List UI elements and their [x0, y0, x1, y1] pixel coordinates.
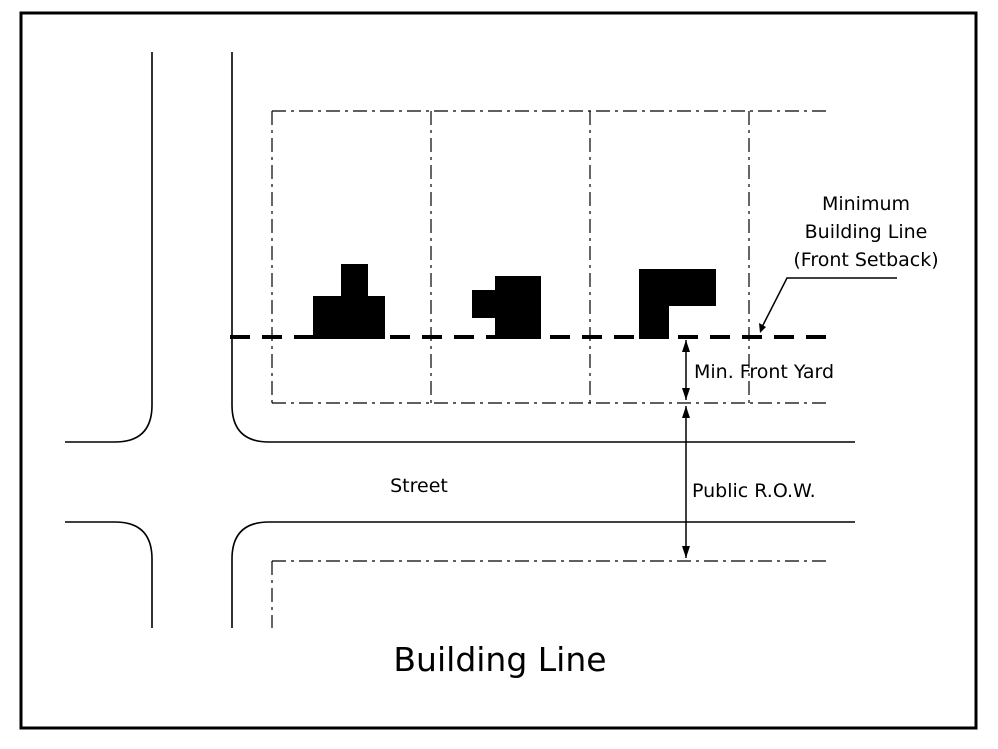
- min-front-yard-dimension: [682, 340, 690, 400]
- public-row-dimension: [682, 406, 690, 558]
- dim-arrow-down: [682, 388, 690, 400]
- lot-lines: [271, 110, 826, 628]
- building-1: [313, 264, 385, 339]
- building-line-leader: [759, 277, 897, 333]
- buildings: [313, 264, 716, 339]
- building-3: [639, 269, 716, 339]
- street-label: Street: [390, 475, 448, 497]
- leader-arrowhead: [759, 323, 766, 333]
- min-building-line-label-1: Minimum: [822, 193, 910, 215]
- min-front-yard-label: Min. Front Yard: [694, 361, 834, 383]
- row-arrow-down: [682, 546, 690, 558]
- cross-street-right-lower-curb: [231, 521, 855, 628]
- row-arrow-up: [682, 406, 690, 418]
- street-edges: [65, 52, 855, 628]
- frame-border: [19, 11, 978, 730]
- building-2: [472, 276, 541, 339]
- cross-street-right-upper-curb: [231, 52, 855, 443]
- diagram-title: Building Line: [393, 640, 606, 679]
- public-row-label: Public R.O.W.: [692, 480, 816, 502]
- cross-street-left-upper-curb: [65, 52, 153, 443]
- min-building-line-label-3: (Front Setback): [793, 249, 938, 271]
- cross-street-left-lower-curb: [65, 521, 153, 628]
- min-building-line-label-2: Building Line: [805, 221, 928, 243]
- dim-arrow-up: [682, 340, 690, 352]
